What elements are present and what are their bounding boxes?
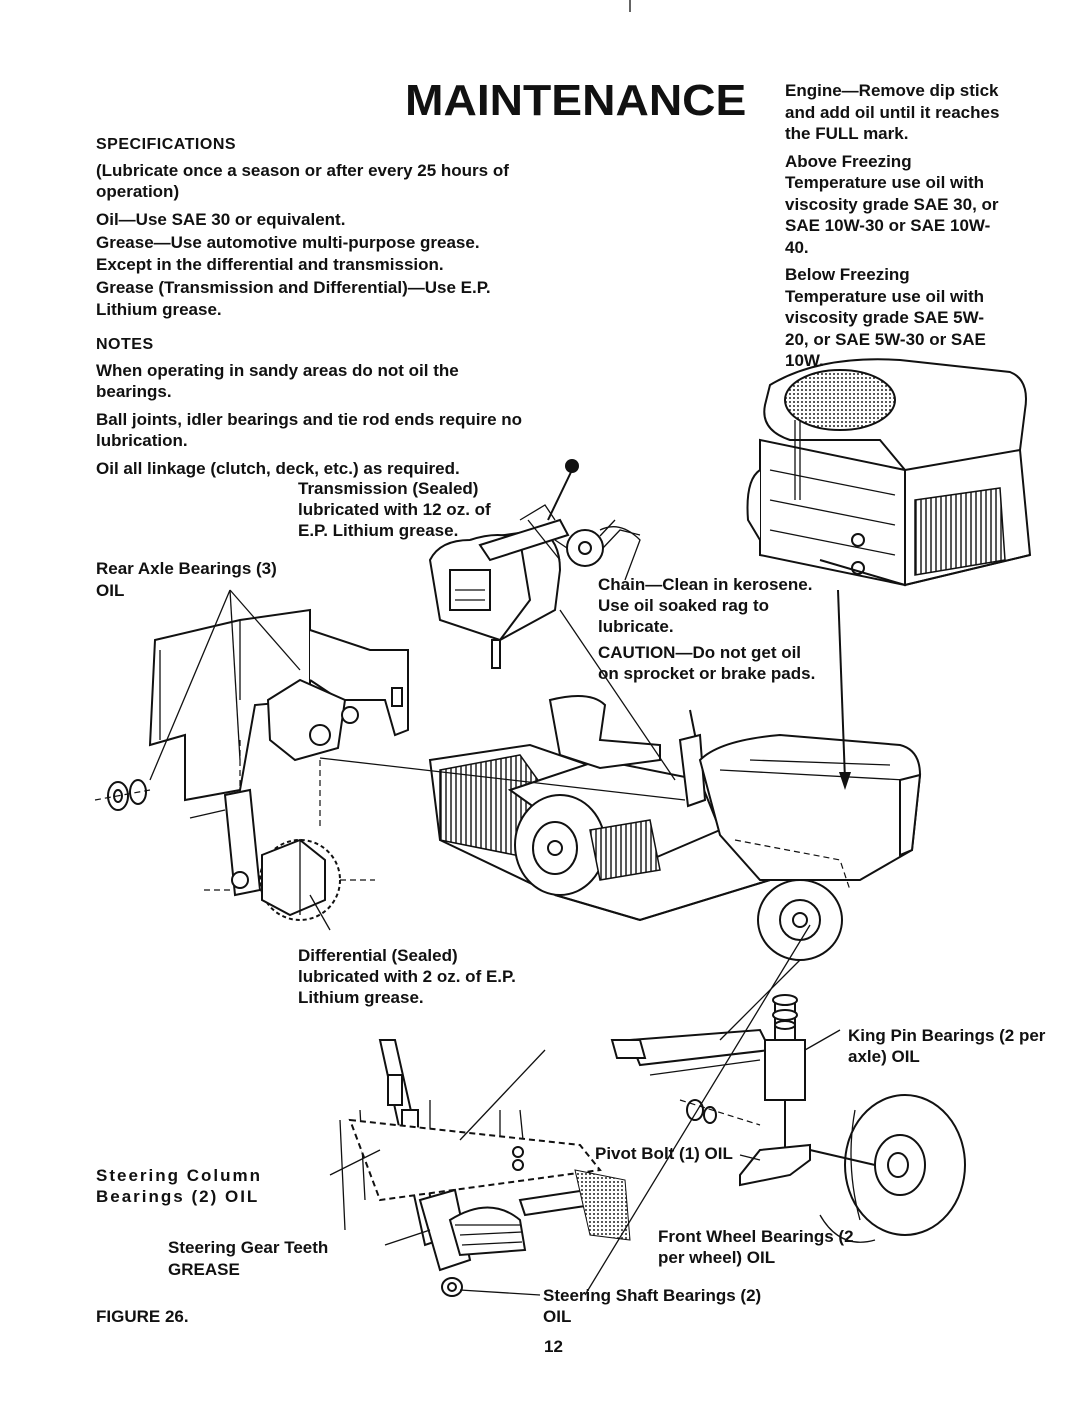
note-line-1: When operating in sandy areas do not oil…	[96, 360, 459, 402]
caution-label: CAUTION—Do not get oil on sprocket or br…	[598, 643, 816, 683]
page-number: 12	[544, 1337, 563, 1356]
steering-column-label: Steering Column Bearings (2) OIL	[96, 1166, 263, 1206]
chain-label: Chain—Clean in kerosene. Use oil soaked …	[598, 575, 813, 636]
engine-drawing	[746, 358, 1032, 587]
steering-shaft-label: Steering Shaft Bearings (2) OIL	[543, 1286, 762, 1326]
front-wheel-label: Front Wheel Bearings (2 per wheel) OIL	[658, 1227, 854, 1267]
specifications-block: SPECIFICATIONS (Lubricate once a season …	[96, 134, 536, 326]
engine-line-3: Below Freezing Temperature use oil with …	[785, 265, 986, 370]
transmission-drawing	[428, 459, 641, 669]
rear-wheel	[514, 794, 606, 896]
king-pin-label: King Pin Bearings (2 per axle) OIL	[848, 1026, 1046, 1066]
note-line-2: Ball joints, idler bearings and tie rod …	[96, 409, 523, 451]
spec-line-4: Grease (Transmission and Differential)—U…	[96, 278, 491, 319]
spec-line-1: (Lubricate once a season or after every …	[96, 160, 509, 202]
spec-line-3: Grease—Use automotive multi-purpose grea…	[96, 233, 480, 274]
transmission-label: Transmission (Sealed) lubricated with 12…	[298, 479, 491, 540]
front-wheel	[757, 879, 843, 961]
steering-gear-grease-label: GREASE	[168, 1260, 240, 1279]
steering-gear-drawing	[339, 1039, 631, 1297]
pivot-bolt-label: Pivot Bolt (1) OIL	[595, 1144, 733, 1163]
engine-line-2: Above Freezing Temperature use oil with …	[785, 151, 999, 257]
notes-heading: NOTES	[96, 336, 154, 353]
tractor-drawing	[428, 695, 922, 961]
leader-lines	[149, 519, 876, 1296]
engine-line-1: Engine—Remove dip stick and add oil unti…	[785, 81, 1000, 143]
notes-block: NOTES When operating in sandy areas do n…	[96, 334, 536, 485]
rear-axle-oil-label: OIL	[96, 581, 125, 600]
rear-axle-label: Rear Axle Bearings (3)	[96, 559, 277, 578]
page-title: MAINTENANCE	[405, 76, 747, 125]
steering-gear-label: Steering Gear Teeth	[168, 1238, 329, 1257]
figure-caption: FIGURE 26.	[96, 1307, 189, 1326]
engine-oil-block: Engine—Remove dip stick and add oil unti…	[785, 80, 1003, 378]
specifications-heading: SPECIFICATIONS	[96, 136, 237, 153]
note-line-3: Oil all linkage (clutch, deck, etc.) as …	[96, 458, 460, 478]
differential-label: Differential (Sealed) lubricated with 2 …	[298, 946, 516, 1007]
spec-line-2: Oil—Use SAE 30 or equivalent.	[96, 209, 346, 229]
front-axle-drawing	[610, 994, 966, 1236]
rear-axle-drawing	[94, 608, 409, 921]
